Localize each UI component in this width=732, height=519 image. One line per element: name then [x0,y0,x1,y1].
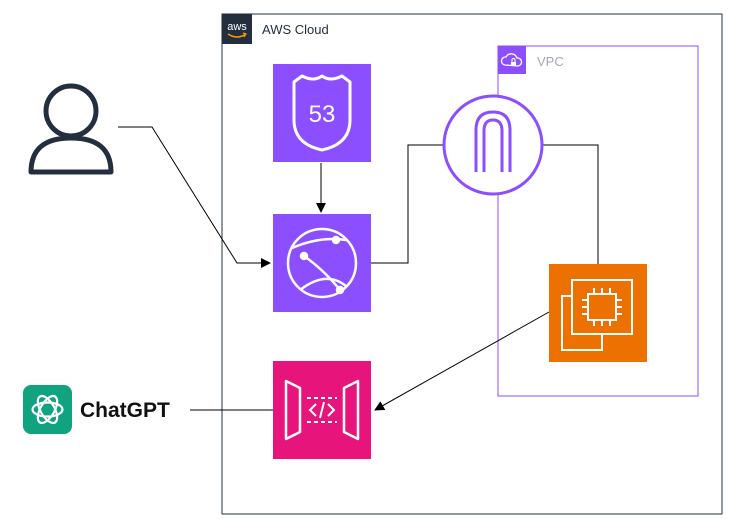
internet-gateway-ring [442,94,544,196]
connector-ec2-to-apigateway [374,311,550,411]
openai-logo-icon [23,385,72,434]
vpc-cloud-lock-icon [498,46,526,74]
api-gateway-icon [284,379,360,441]
aws-logo-icon: aws [222,14,252,44]
api-gateway-node[interactable] [273,361,371,459]
vpc-label: VPC [537,54,564,69]
ec2-chip-icon [561,279,633,351]
route53-badge-text: 53 [309,101,336,128]
openai-knot-icon [31,394,64,425]
ec2-node[interactable] [549,264,647,362]
connector-cloudfront-to-igw [371,144,444,264]
internet-gateway-icon [474,110,512,172]
route53-tile [273,64,371,162]
connector-user-to-cloudfront [118,126,271,268]
cloudfront-globe-icon [286,227,358,299]
aws-cloud-group: aws AWS Cloud [221,13,723,515]
vpc-group: VPC [497,45,699,397]
chatgpt-label: ChatGPT [80,399,170,422]
cloudfront-tile [273,214,371,312]
internet-gateway-node[interactable] [442,94,544,196]
chatgpt-node[interactable]: ChatGPT [23,385,170,434]
route53-shield-icon [292,74,352,152]
aws-cloud-label: AWS Cloud [262,22,329,37]
user-icon [28,83,114,175]
aws-logo-text: aws [227,21,247,33]
aws-cloud-boundary [221,13,723,515]
route53-node[interactable]: 53 [273,64,371,162]
vpc-boundary [497,45,699,397]
connector-igw-to-ec2 [543,144,599,264]
cloudfront-node[interactable] [273,214,371,312]
connectors [118,126,599,411]
